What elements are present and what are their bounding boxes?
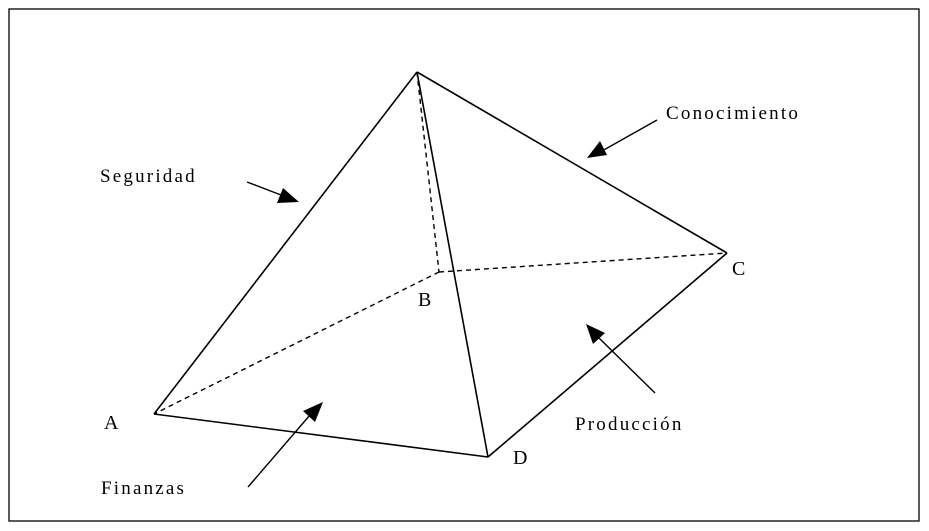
edge-d-c [487,252,728,458]
finanzas-arrow [247,402,323,488]
hidden-edge-b-a [153,271,440,415]
vertex-c-label: C [732,258,745,280]
diagram-frame [8,8,920,522]
seguridad-label: Seguridad [100,166,197,187]
vertex-b-label: B [418,289,431,311]
produccion-label: Producción [575,414,684,435]
hidden-edge-b-c [438,252,728,273]
hidden-edge-apex-b [416,71,440,273]
edge-apex-a [153,71,418,415]
edge-apex-c [416,71,728,254]
edge-a-d [153,413,489,458]
finanzas-label: Finanzas [101,478,186,499]
conocimiento-label: Conocimiento [666,103,800,124]
seguridad-arrow [246,181,299,203]
edge-apex-d [416,71,489,458]
produccion-arrow [586,324,656,394]
vertex-a-label: A [104,412,119,434]
conocimiento-arrow [587,119,658,158]
vertex-d-label: D [513,447,527,469]
